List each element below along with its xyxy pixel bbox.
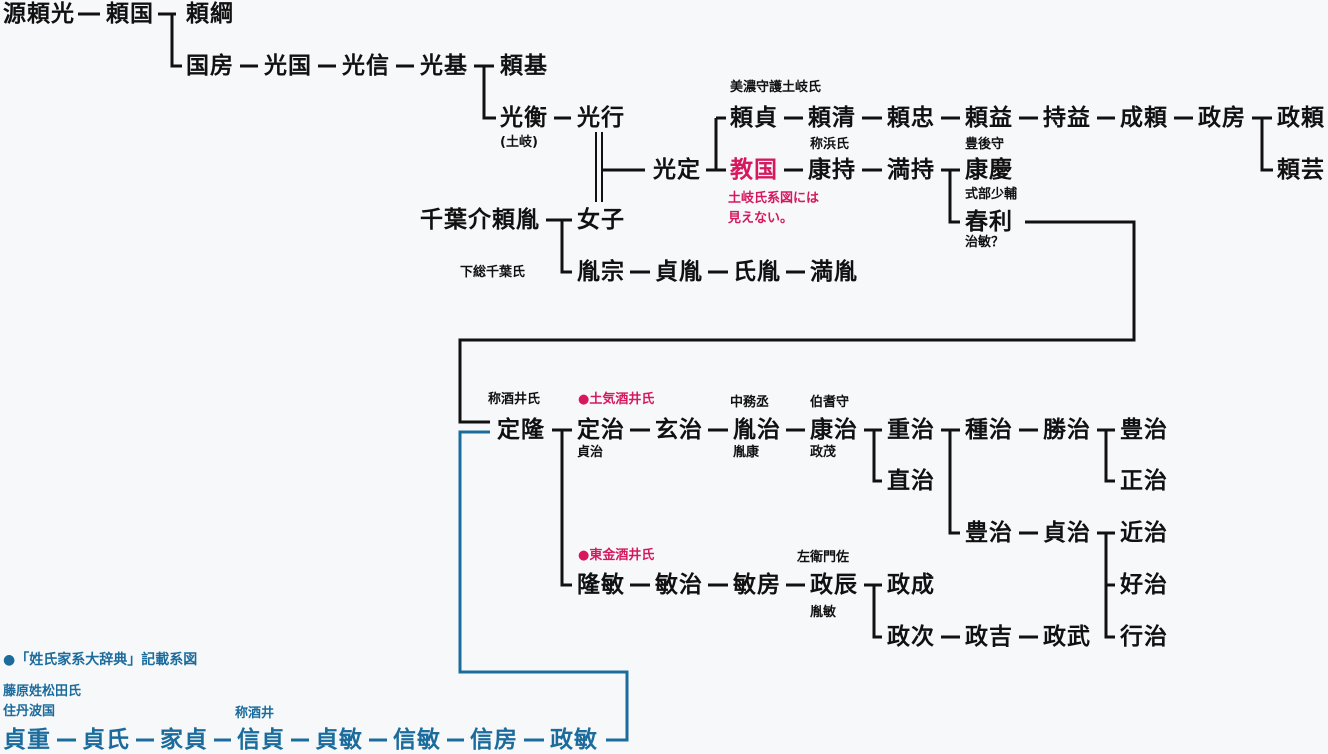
person-mitsuyuki: 光行 xyxy=(577,105,625,131)
note-not-in-toki-1: 土岐氏系図には xyxy=(728,191,820,206)
person-toyoharu: 豊治 xyxy=(1120,417,1168,443)
blue-connectors xyxy=(57,430,629,742)
person-harutoshi: 春利 xyxy=(965,209,1013,235)
person-toshiharu: 敏治 xyxy=(655,572,703,598)
person-masafusa: 政房 xyxy=(1198,105,1246,131)
person-chikaharu: 近治 xyxy=(1120,520,1168,546)
person-mochimasu: 持益 xyxy=(1043,105,1091,131)
person-toshifusa: 敏房 xyxy=(733,572,781,598)
note-shimousa-chiba: 下総千葉氏 xyxy=(460,265,526,280)
person-minamoto-yorimitsu: 源頼光 xyxy=(3,1,75,27)
person-naoharu: 直治 xyxy=(887,468,935,494)
person-masatoshi: 政敏 xyxy=(550,727,598,753)
note-nakatsukasa: 中務丞 xyxy=(730,395,770,410)
person-joshi: 女子 xyxy=(577,207,625,233)
person-masatake: 政武 xyxy=(1043,624,1091,650)
note-toki: (土岐) xyxy=(500,135,538,150)
person-sadaharu: 定治 xyxy=(577,417,625,443)
person-mitsukuni: 光国 xyxy=(264,53,312,79)
person-katsuharu: 勝治 xyxy=(1043,417,1091,443)
marriage-double-line xyxy=(595,132,603,202)
person-masayori: 政頼 xyxy=(1277,105,1325,131)
person-yasumochi: 康持 xyxy=(808,157,856,183)
person-genji: 玄治 xyxy=(655,417,703,443)
note-hama: 称浜氏 xyxy=(810,137,850,152)
note-shikibu: 式部少輔 xyxy=(965,187,1018,202)
person-shigeharu: 重治 xyxy=(887,417,935,443)
person-kunifusa: 国房 xyxy=(186,53,234,79)
person-sadashige: 貞重 xyxy=(3,727,51,753)
person-sadaharu2: 貞治 xyxy=(1043,520,1091,546)
note-bungo: 豊後守 xyxy=(965,137,1005,152)
person-sadauji: 貞氏 xyxy=(82,727,130,753)
note-fujiwara-matsuda: 藤原姓松田氏 xyxy=(3,684,82,699)
person-mitsusada: 光定 xyxy=(653,157,701,183)
person-masayoshi: 政吉 xyxy=(965,624,1013,650)
person-chiba-yoritane: 千葉介頼胤 xyxy=(420,207,540,233)
person-toyoharu2: 豊治 xyxy=(965,520,1013,546)
person-yoshiharu: 好治 xyxy=(1120,572,1168,598)
note-yasuharu: 政茂 xyxy=(810,445,837,460)
person-sadatane: 貞胤 xyxy=(655,259,703,285)
note-saemon: 左衛門佐 xyxy=(797,550,850,565)
person-mitsumochi: 満持 xyxy=(887,157,935,183)
person-noriku: 教国 xyxy=(730,157,778,183)
person-yasuharu: 康治 xyxy=(810,417,858,443)
person-yorimoto: 頼基 xyxy=(500,53,548,79)
person-masatoki: 政辰 xyxy=(810,572,858,598)
black-connectors xyxy=(78,12,1273,639)
person-takatoshi: 隆敏 xyxy=(577,572,625,598)
person-yorinari: 頼芸 xyxy=(1277,157,1325,183)
person-mitsunobu: 光信 xyxy=(342,53,390,79)
person-mitsumoto: 光基 xyxy=(420,53,468,79)
note-tanba: 住丹波国 xyxy=(3,704,56,719)
person-yukiharu: 行治 xyxy=(1120,624,1168,650)
note-sakai-blue: 称酒井 xyxy=(235,706,275,721)
note-sakai: 称酒井氏 xyxy=(488,392,541,407)
person-yorikiyo: 頼清 xyxy=(808,105,856,131)
person-sadatoshi: 貞敏 xyxy=(315,727,363,753)
note-hoki: 伯耆守 xyxy=(810,395,850,410)
person-yorisada: 頼貞 xyxy=(730,105,778,131)
person-mitsuhira: 光衡 xyxy=(500,105,548,131)
person-nobutoshi: 信敏 xyxy=(393,727,441,753)
note-not-in-toki-2: 見えない。 xyxy=(728,211,794,226)
note-mino-toki: 美濃守護土岐氏 xyxy=(730,80,822,95)
label-togane-sakai: ●東金酒井氏 xyxy=(578,548,655,563)
person-yoritada: 頼忠 xyxy=(887,105,935,131)
person-yoritsuna: 頼綱 xyxy=(186,1,234,27)
person-yorimasu: 頼益 xyxy=(965,105,1013,131)
note-masatoki: 胤敏 xyxy=(810,605,837,620)
person-masaharu: 正治 xyxy=(1120,468,1168,494)
person-nobufusa: 信房 xyxy=(470,727,518,753)
person-nobusada: 信貞 xyxy=(237,727,285,753)
person-taneharu2: 種治 xyxy=(965,417,1013,443)
person-masanari: 政成 xyxy=(887,572,935,598)
note-sadaharu: 貞治 xyxy=(577,445,604,460)
note-harutoshi: 治敏？ xyxy=(965,235,1005,250)
person-shigeyori: 成頼 xyxy=(1120,105,1168,131)
person-tanemune: 胤宗 xyxy=(577,259,625,285)
person-yasuyoshi: 康慶 xyxy=(965,157,1013,183)
person-sadataka: 定隆 xyxy=(497,417,545,443)
person-masatsugu: 政次 xyxy=(887,624,935,650)
label-toki-sakai: ●土気酒井氏 xyxy=(578,392,655,407)
person-mitsutane: 満胤 xyxy=(810,259,858,285)
dictionary-title: ●「姓氏家系大辞典」記載系図 xyxy=(3,652,198,668)
person-yorikuni: 頼国 xyxy=(106,1,154,27)
person-taneharu: 胤治 xyxy=(733,417,781,443)
person-ujitane: 氏胤 xyxy=(733,259,781,285)
person-iesada: 家貞 xyxy=(160,727,208,753)
note-taneharu: 胤康 xyxy=(733,445,760,460)
